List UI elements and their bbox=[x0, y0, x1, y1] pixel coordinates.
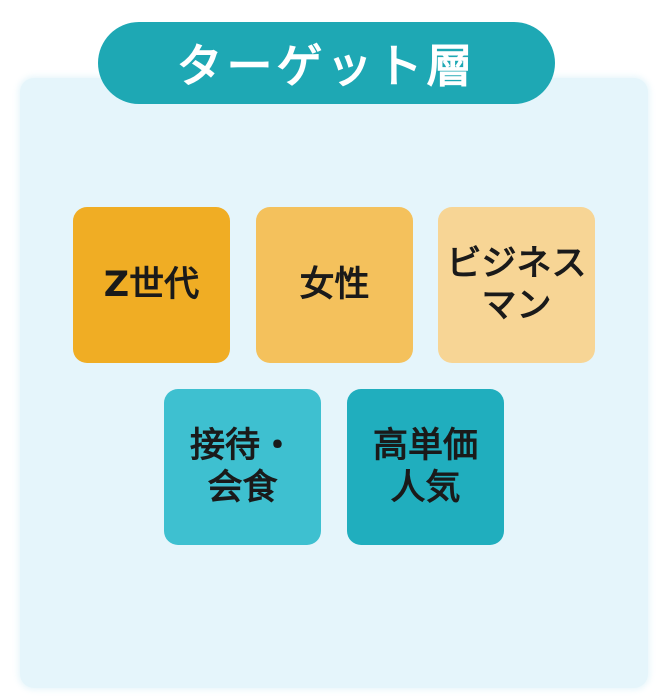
tile-gen-z: Z世代 bbox=[73, 207, 230, 363]
tile-label: 女性 bbox=[299, 265, 370, 305]
page-title: ターゲット層 bbox=[176, 39, 477, 93]
tile-label: Z世代 bbox=[103, 265, 200, 305]
tile-label: 接待・ 会食 bbox=[189, 426, 295, 508]
tile-high-price-popular: 高単価 人気 bbox=[347, 389, 504, 545]
tile-label: 高単価 人気 bbox=[372, 426, 478, 508]
tile-entertainment-dining: 接待・ 会食 bbox=[164, 389, 321, 545]
tile-businessman: ビジネス マン bbox=[438, 207, 595, 363]
title-banner: ターゲット層 bbox=[98, 22, 555, 104]
tile-label: ビジネス マン bbox=[446, 244, 587, 326]
tile-women: 女性 bbox=[256, 207, 413, 363]
target-panel bbox=[20, 78, 648, 688]
